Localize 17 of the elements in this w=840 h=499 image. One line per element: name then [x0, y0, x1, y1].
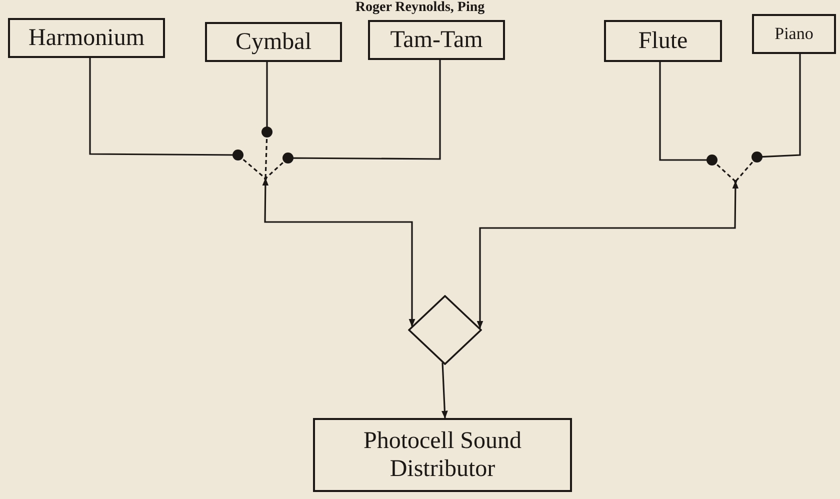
instrument-box: Flute: [604, 20, 722, 62]
mixer-diamond: [408, 295, 482, 365]
switch-connector: [262, 62, 272, 179]
figure-title: Roger Reynolds, Ping: [355, 0, 485, 16]
switch-connector: [734, 54, 801, 182]
switch-connector: [659, 62, 736, 182]
instrument-box: Harmonium: [8, 18, 165, 58]
switch-junction: [734, 180, 737, 183]
instrument-box: Piano: [752, 14, 836, 54]
switch-junction: [264, 177, 267, 180]
switch-connector: [264, 60, 441, 180]
instrument-box: Tam-Tam: [368, 20, 505, 60]
arrow: [262, 178, 416, 328]
instrument-box: Photocell Sound Distributor: [313, 418, 572, 492]
instrument-box: Cymbal: [205, 22, 342, 62]
arrow: [476, 180, 739, 329]
arrow: [441, 362, 448, 419]
